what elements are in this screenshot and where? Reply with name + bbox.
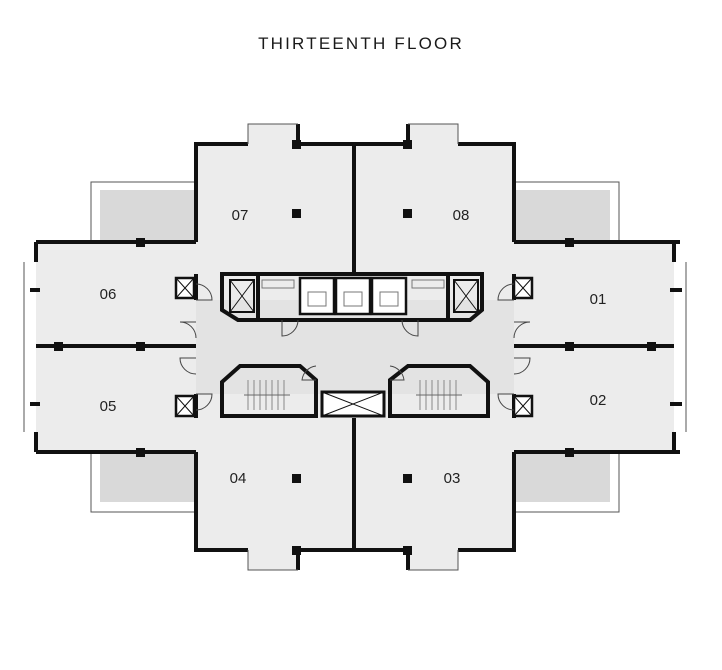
unit-label-01: 01 — [590, 291, 607, 308]
floor-title: THIRTEENTH FLOOR — [258, 34, 464, 53]
elevator-core — [220, 272, 484, 322]
door-swings — [179, 283, 531, 411]
unit-label-03: 03 — [444, 470, 461, 487]
terraces — [90, 181, 620, 513]
stairwells — [220, 364, 490, 418]
unit-label-07: 07 — [232, 207, 249, 224]
unit-label-08: 08 — [453, 207, 470, 224]
columns — [54, 140, 656, 555]
unit-label-02: 02 — [590, 392, 607, 409]
unit-label-06: 06 — [100, 286, 117, 303]
unit-label-05: 05 — [100, 398, 117, 415]
unit-label-04: 04 — [230, 470, 247, 487]
window-bays — [23, 123, 687, 571]
